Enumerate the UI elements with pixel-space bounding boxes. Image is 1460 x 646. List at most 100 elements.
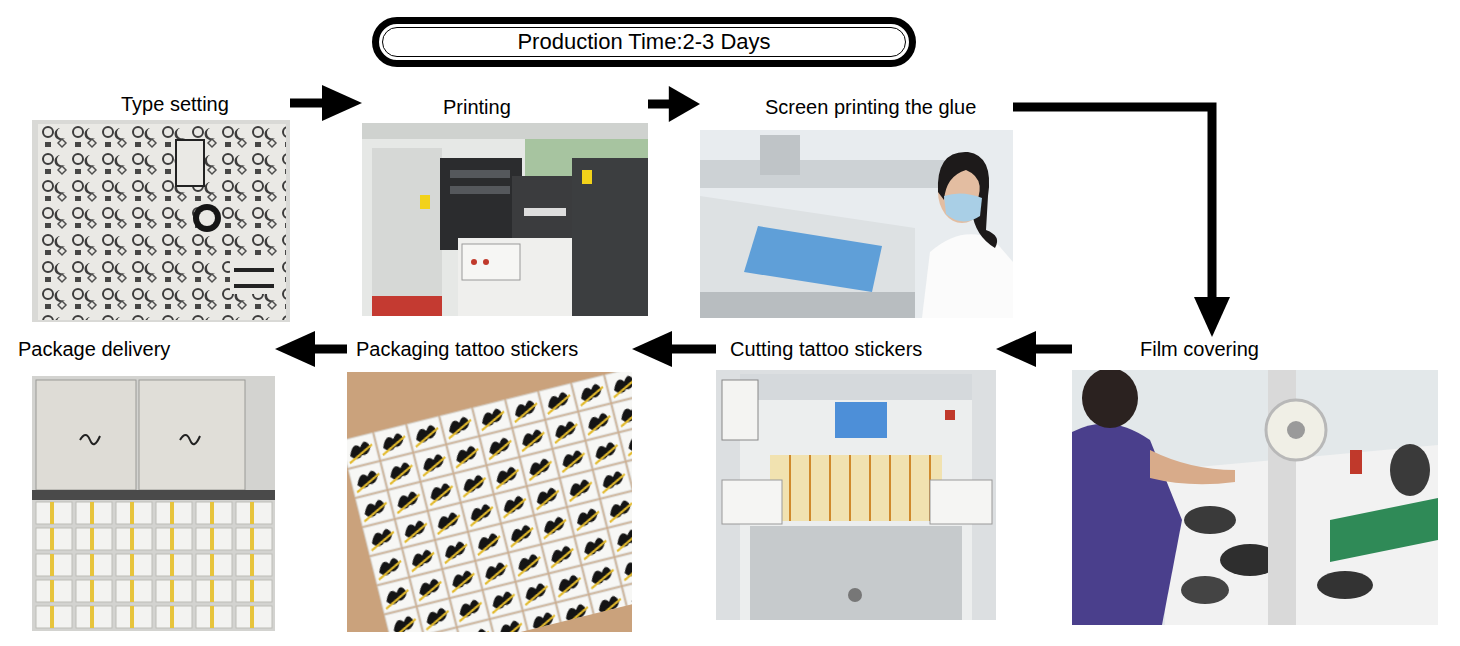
photo-shape xyxy=(1072,424,1182,625)
arrow-head xyxy=(1194,297,1230,337)
photo-shape xyxy=(1350,450,1362,474)
photo-shape xyxy=(700,160,945,188)
process-step: Type setting xyxy=(32,92,290,322)
photo-shape xyxy=(922,234,1013,318)
photo-shape xyxy=(722,380,758,440)
photo-shape xyxy=(34,500,275,631)
arrow-shaft xyxy=(670,345,716,354)
photo-shape xyxy=(700,292,915,318)
photo-shape xyxy=(193,204,221,232)
photo-shape xyxy=(938,152,997,248)
photo-shape xyxy=(340,363,706,646)
photo-shape xyxy=(176,140,204,186)
flow-arrow xyxy=(632,331,716,367)
screen-printing-photo xyxy=(700,130,1013,318)
photo-shape xyxy=(1266,400,1326,460)
photo-shape xyxy=(1330,498,1438,562)
photo-shape xyxy=(944,193,982,221)
process-step: Screen printing the glue xyxy=(700,95,1013,318)
photo-shape xyxy=(848,588,862,602)
photo-shape xyxy=(471,259,477,265)
photo-shape xyxy=(744,226,882,292)
photo-shape xyxy=(582,170,592,184)
delivery-photo xyxy=(32,376,275,631)
photo-shape xyxy=(230,258,280,294)
arrow-head xyxy=(275,331,315,367)
arrow-shaft xyxy=(648,100,671,109)
arrow-shaft xyxy=(1034,345,1072,354)
photo-shape xyxy=(760,135,800,175)
step-label: Cutting tattoo stickers xyxy=(730,337,922,361)
title-pill: Production Time:2-3 Days xyxy=(372,17,916,67)
step-label: Printing xyxy=(443,95,511,119)
photo-shape xyxy=(80,435,200,444)
process-step: Printing xyxy=(362,95,648,316)
arrow-shaft xyxy=(313,345,347,354)
arrow-head xyxy=(322,85,362,121)
photo-shape xyxy=(722,480,782,524)
photo-shape xyxy=(945,410,955,420)
photo-shape xyxy=(572,158,648,316)
photo-shape xyxy=(38,124,286,320)
photo-shape xyxy=(139,380,245,490)
step-label: Type setting xyxy=(121,92,229,116)
step-label: Packaging tattoo stickers xyxy=(356,337,578,361)
photo-shape xyxy=(1150,450,1235,484)
arrow-head xyxy=(632,331,672,367)
photo-shape xyxy=(835,402,887,438)
photo-shape xyxy=(1082,368,1138,428)
flow-arrow xyxy=(1013,107,1230,337)
typesetting-photo xyxy=(32,120,290,322)
photo-shape xyxy=(32,490,275,500)
process-step: Film covering xyxy=(1072,337,1438,625)
flow-arrow xyxy=(275,331,347,367)
photo-shape xyxy=(32,376,275,631)
photo-shape xyxy=(450,186,510,194)
flow-arrow xyxy=(996,331,1072,367)
process-step: Package delivery xyxy=(18,337,275,631)
photo-shape xyxy=(716,370,996,620)
photo-shape xyxy=(372,296,442,316)
photo-shape xyxy=(1287,421,1305,439)
step-label: Film covering xyxy=(1140,337,1259,361)
photo-shape xyxy=(1390,444,1430,496)
photo-shape xyxy=(372,148,442,316)
process-step: Packaging tattoo stickers xyxy=(347,337,632,632)
photo-shape xyxy=(32,120,290,322)
photo-shape xyxy=(1184,506,1236,534)
film-covering-photo xyxy=(1072,368,1438,625)
photo-shape xyxy=(1181,576,1229,604)
photo-shape xyxy=(790,455,930,521)
photo-shape xyxy=(750,526,962,620)
photo-shape xyxy=(362,123,648,316)
printing-photo xyxy=(362,123,648,316)
photo-shape xyxy=(483,259,489,265)
photo-shape xyxy=(234,270,274,286)
photo-shape xyxy=(524,208,566,216)
cutting-photo xyxy=(716,370,996,620)
flow-arrow xyxy=(290,85,362,121)
photo-shape xyxy=(420,195,430,209)
photo-shape xyxy=(199,210,215,226)
photo-shape xyxy=(770,455,942,521)
photo-shape xyxy=(700,130,1013,318)
photo-shape xyxy=(512,176,574,238)
photo-shape xyxy=(458,238,574,316)
packaging-photo xyxy=(340,363,706,646)
photo-shape xyxy=(450,170,510,178)
photo-shape xyxy=(462,244,520,280)
photo-shape xyxy=(340,363,706,646)
title-text: Production Time:2-3 Days xyxy=(379,24,909,60)
photo-shape xyxy=(440,158,522,250)
arrow-head xyxy=(996,331,1036,367)
photo-shape xyxy=(1317,571,1373,599)
flow-arrow xyxy=(648,86,700,122)
arrow-shaft xyxy=(1013,107,1212,299)
photo-shape xyxy=(38,124,286,320)
photo-shape xyxy=(700,196,915,318)
process-step: Cutting tattoo stickers xyxy=(716,337,996,620)
photo-shape xyxy=(740,374,972,400)
step-label: Package delivery xyxy=(18,337,170,361)
arrow-head xyxy=(669,86,700,122)
